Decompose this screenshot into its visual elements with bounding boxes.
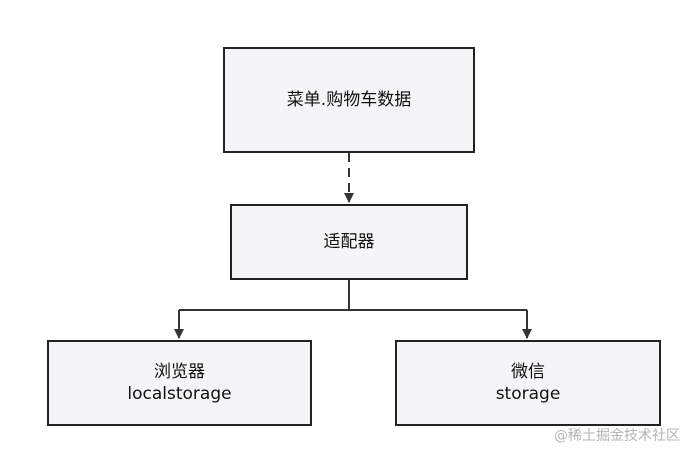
node-adapter-label: 适配器 bbox=[323, 232, 375, 252]
node-browser-storage: 浏览器 localstorage bbox=[47, 340, 312, 426]
node-cart-data: 菜单.购物车数据 bbox=[223, 47, 475, 153]
node-adapter: 适配器 bbox=[230, 204, 468, 280]
node-browser-sublabel: localstorage bbox=[127, 384, 232, 404]
watermark: @稀土掘金技术社区 bbox=[554, 428, 680, 444]
node-wechat-storage: 微信 storage bbox=[395, 340, 661, 426]
node-wechat-sublabel: storage bbox=[495, 384, 561, 404]
node-cart-data-label: 菜单.购物车数据 bbox=[286, 90, 412, 110]
node-browser-label: 浏览器 bbox=[154, 362, 205, 382]
node-wechat-label: 微信 bbox=[511, 362, 545, 382]
